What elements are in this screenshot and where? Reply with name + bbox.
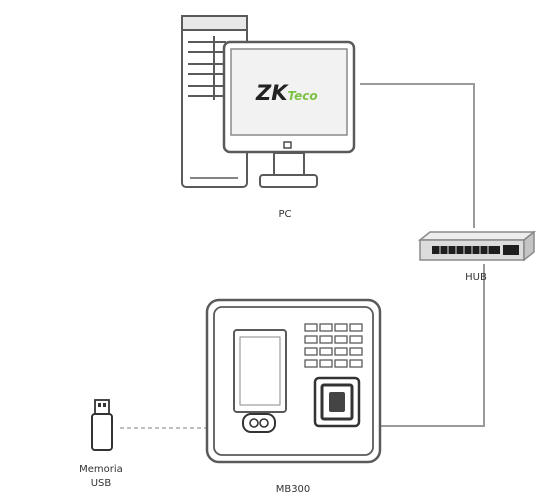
hub-label: HUB <box>465 272 487 283</box>
usb-drive-icon <box>91 399 113 451</box>
pc-computer: ZKTeco <box>181 15 356 188</box>
monitor-base <box>259 174 318 188</box>
pc-label: PC <box>278 209 292 220</box>
monitor-screen <box>230 48 348 136</box>
usb-label-line1: Memoria <box>79 464 123 475</box>
ir-sensor-icon <box>242 413 276 433</box>
hub-ports <box>432 245 519 255</box>
zkteco-logo-tail: Teco <box>288 89 318 103</box>
pc-monitor <box>222 40 356 188</box>
zkteco-logo-main: ZK <box>255 81 289 105</box>
monitor-stand <box>273 152 305 176</box>
usb-label-line2: USB <box>90 478 112 489</box>
power-button-icon <box>283 141 292 149</box>
device-label: MB300 <box>275 484 311 495</box>
connection-lines <box>120 83 485 429</box>
hub-switch <box>417 230 537 262</box>
device-keypad <box>304 323 363 368</box>
mb300-device <box>205 298 382 464</box>
fingerprint-sensor-icon <box>313 376 361 428</box>
hub-to-device-line <box>380 264 485 427</box>
device-screen <box>233 329 287 413</box>
pc-to-hub-line <box>360 83 475 228</box>
zkteco-logo: ZKTeco <box>255 81 318 105</box>
